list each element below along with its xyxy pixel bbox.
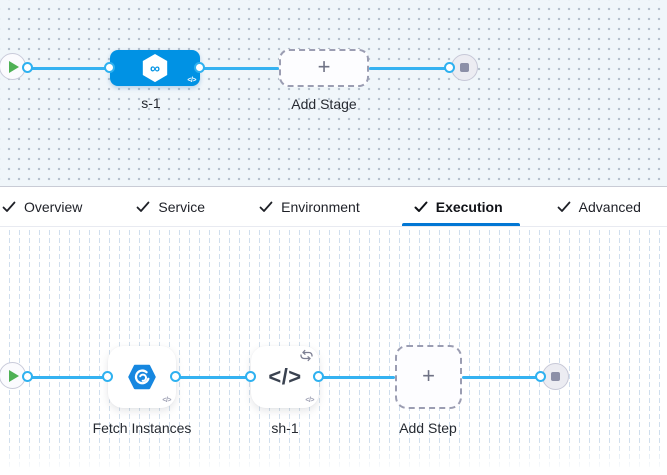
connector-port[interactable]: [535, 371, 546, 382]
connector-port[interactable]: [194, 62, 205, 73]
add-step-button[interactable]: +: [395, 345, 462, 409]
execution-graph-canvas[interactable]: </> Fetch Instances </> </> sh-1 + Add S…: [0, 227, 667, 475]
tab-advanced[interactable]: Advanced: [557, 199, 641, 215]
fetch-instances-icon: [128, 364, 156, 390]
add-stage-button[interactable]: +: [279, 49, 369, 87]
stop-icon: [460, 63, 469, 72]
tab-execution[interactable]: Execution: [414, 199, 503, 215]
shell-script-icon: </>: [268, 364, 302, 389]
stage-label: s-1: [141, 95, 161, 111]
tab-overview[interactable]: Overview: [2, 199, 82, 215]
looping-strategy-icon[interactable]: [299, 349, 314, 362]
stage-node-s-1[interactable]: ∞ </>: [110, 50, 200, 86]
play-icon: [9, 369, 19, 382]
cd-stage-icon: ∞: [142, 53, 168, 83]
connector-port[interactable]: [444, 62, 455, 73]
step-label: sh-1: [271, 420, 299, 436]
step-connector-line: [319, 375, 395, 379]
pipeline-start-node: [0, 53, 26, 80]
stage-connector-line: [200, 66, 279, 70]
connector-port[interactable]: [22, 62, 33, 73]
add-step-label: Add Step: [399, 420, 457, 436]
tab-label: Overview: [24, 198, 83, 215]
connector-port[interactable]: [313, 371, 324, 382]
step-node-fetch-instances[interactable]: </>: [108, 346, 176, 408]
tab-label: Advanced: [578, 198, 641, 215]
play-icon: [9, 60, 19, 73]
execution-end-node: [542, 363, 569, 390]
stage-graph-canvas[interactable]: ∞ </> s-1 + Add Stage: [0, 0, 667, 186]
step-node-sh-1[interactable]: </> </>: [251, 346, 319, 408]
connector-port[interactable]: [245, 371, 256, 382]
check-icon: [2, 201, 16, 212]
tab-label: Service: [158, 198, 206, 215]
tab-label: Execution: [435, 198, 503, 215]
check-icon: [136, 201, 150, 212]
step-connector-line: [462, 375, 541, 379]
pipeline-end-node: [451, 54, 478, 81]
check-icon: [259, 201, 273, 212]
step-label: Fetch Instances: [92, 420, 192, 436]
tab-environment[interactable]: Environment: [259, 199, 360, 215]
plus-icon: +: [317, 54, 331, 79]
stage-config-tabbar: Overview Service Environment Execution A…: [0, 186, 667, 227]
check-icon: [414, 201, 428, 212]
tab-service[interactable]: Service: [136, 199, 205, 215]
yaml-code-icon: </>: [162, 397, 171, 404]
add-stage-label: Add Stage: [291, 96, 357, 112]
stage-connector-line: [28, 66, 110, 70]
yaml-code-icon: </>: [187, 77, 196, 84]
plus-icon: +: [422, 363, 435, 388]
active-tab-underline: [402, 223, 520, 226]
yaml-code-icon: </>: [305, 397, 314, 404]
connector-port[interactable]: [22, 371, 33, 382]
tab-label: Environment: [281, 198, 360, 215]
svg-text:∞: ∞: [150, 60, 160, 76]
stage-connector-line: [369, 66, 450, 70]
connector-port[interactable]: [102, 371, 113, 382]
step-connector-line: [176, 375, 251, 379]
connector-port[interactable]: [170, 371, 181, 382]
connector-port[interactable]: [104, 62, 115, 73]
stop-icon: [551, 372, 560, 381]
check-icon: [557, 201, 571, 212]
step-connector-line: [28, 375, 108, 379]
